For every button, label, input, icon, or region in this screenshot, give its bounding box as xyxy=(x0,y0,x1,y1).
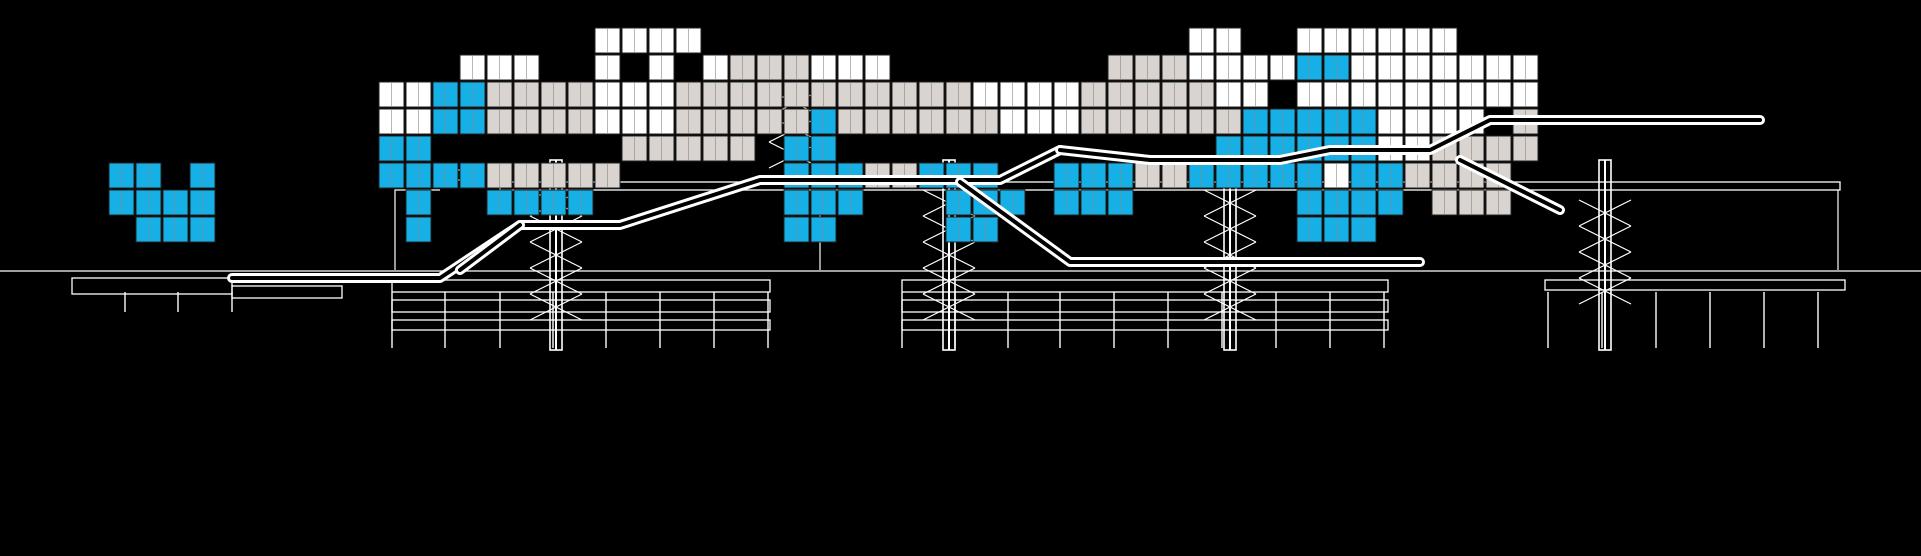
stair-flight xyxy=(1578,225,1607,253)
stair-flight xyxy=(947,293,976,321)
stair-flight xyxy=(947,241,976,269)
lower-slab xyxy=(231,285,343,299)
stair-flight xyxy=(1228,267,1257,295)
stair-flight xyxy=(922,293,951,321)
lower-slab xyxy=(901,279,1389,293)
lower-slab xyxy=(1544,279,1846,291)
stair-flight xyxy=(529,267,558,295)
stair-flight xyxy=(1603,277,1632,305)
stair-flight xyxy=(1578,277,1607,305)
container-modules xyxy=(108,27,1539,243)
stair-flight xyxy=(1203,267,1232,295)
stair-flight xyxy=(1203,293,1232,321)
stair-flight xyxy=(554,293,583,321)
entry-ramp-inner xyxy=(458,223,522,272)
stair-flight xyxy=(1228,293,1257,321)
stair-flight xyxy=(1578,251,1607,279)
stair-flight xyxy=(1228,215,1257,243)
stair-flight xyxy=(1603,199,1632,227)
stair-flight xyxy=(1228,189,1257,217)
stair-flight xyxy=(1578,199,1607,227)
upper-ramp-inner xyxy=(1058,118,1762,162)
stair-flight xyxy=(922,189,951,217)
stair-flight xyxy=(1603,251,1632,279)
stair-flight xyxy=(922,241,951,269)
side-ramp-inner xyxy=(1458,158,1562,212)
stair-flight xyxy=(554,241,583,269)
stair-flight xyxy=(1603,225,1632,253)
main-ramp-inner xyxy=(230,148,1062,280)
stair-flight xyxy=(1203,189,1232,217)
stair-flight xyxy=(1203,215,1232,243)
stair-flight xyxy=(529,293,558,321)
stair-flight xyxy=(922,267,951,295)
descending-ramp-inner xyxy=(958,180,1422,264)
lower-slab xyxy=(391,279,771,293)
lower-slab xyxy=(71,277,233,295)
stair-flight xyxy=(554,267,583,295)
stair-flight xyxy=(922,215,951,243)
stair-flight xyxy=(529,241,558,269)
lower-slab xyxy=(901,299,1389,313)
ramps xyxy=(227,115,1765,283)
lower-slab xyxy=(901,319,1389,331)
stair-flight xyxy=(947,267,976,295)
